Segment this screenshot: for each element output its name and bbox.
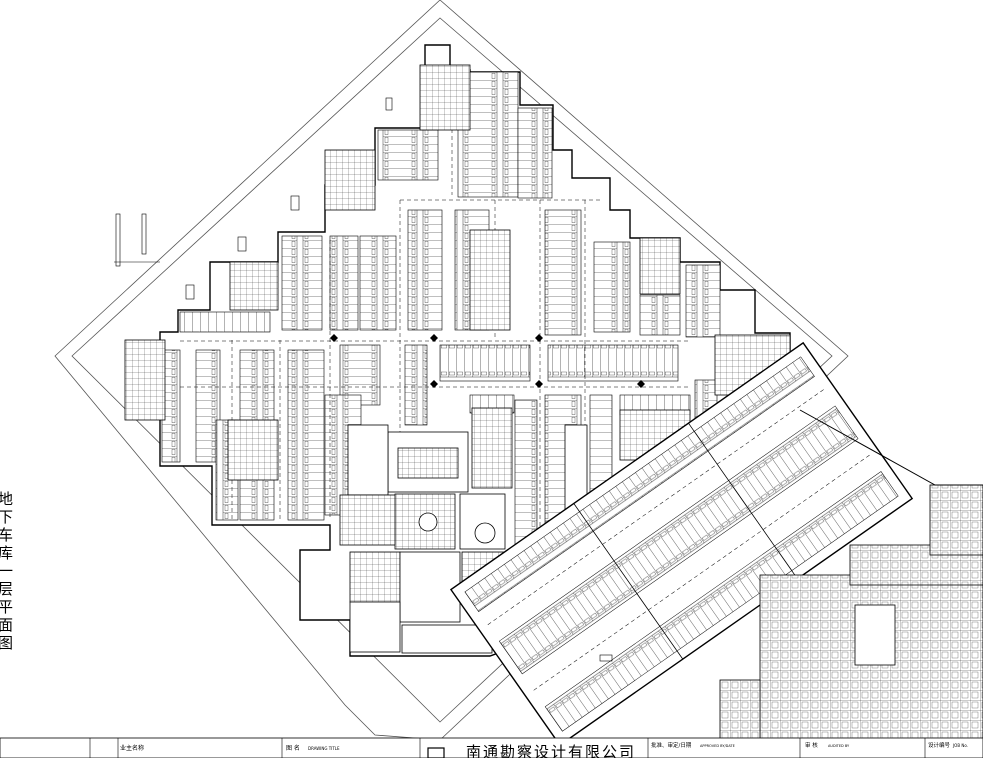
central-core	[124, 64, 791, 654]
lane-markers	[330, 334, 645, 388]
drawing-title-en: DRAWING TITLE	[308, 746, 340, 751]
audited-en: AUDITED BY	[828, 744, 850, 748]
approved-en: APPROVED BY/DATE	[700, 744, 735, 748]
company-name: 南通勘察设计有限公司	[466, 743, 636, 758]
approved-label: 批准、审定/日期	[651, 741, 692, 749]
company-logo-icon	[427, 747, 445, 758]
job-no-en: JOB No.	[952, 743, 968, 748]
job-no-label: 设计编号	[928, 741, 951, 749]
rotated-parking-wing	[449, 341, 914, 747]
drawing-side-title: 地下车库一层平面图	[0, 490, 14, 652]
drawing-title-label: 图 名	[286, 744, 300, 752]
annotation-marks	[114, 97, 613, 662]
adjacent-building	[719, 409, 983, 741]
audited-label: 审 核	[805, 741, 818, 749]
owner-label: 业主名称	[120, 744, 144, 752]
title-block: 业主名称 图 名 DRAWING TITLE 南通勘察设计有限公司 批准、审定/…	[0, 737, 983, 758]
